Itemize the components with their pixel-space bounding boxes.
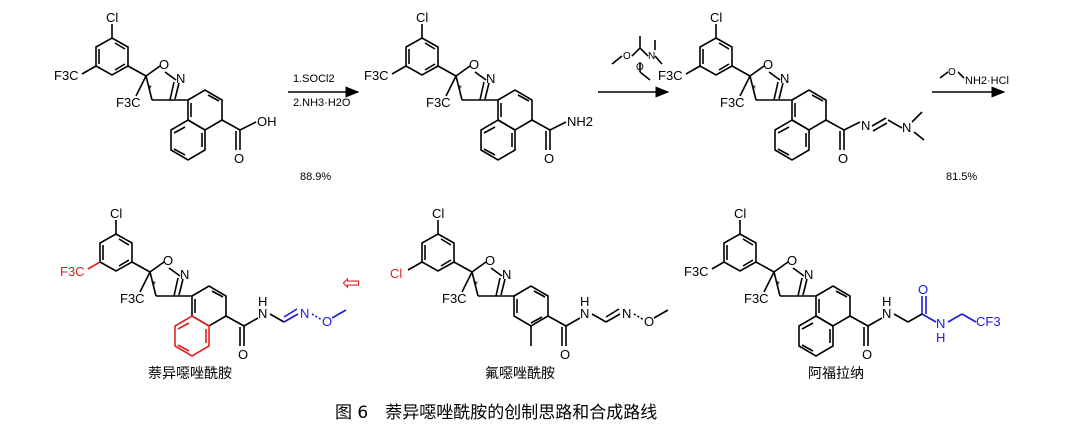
reaction-arrow-3: O NH2·HCl	[932, 67, 1009, 98]
atom-ring-o: O	[159, 57, 169, 72]
atom-cl-highlight: Cl	[390, 266, 402, 281]
figure-caption: 图 6 萘异噁唑酰胺的创制思路和合成路线	[335, 403, 657, 423]
compound-fluoxazolamide: Cl Cl F3C O N * N H N O O	[390, 206, 669, 362]
atom-ring-n: N	[180, 267, 189, 282]
atom-cl: Cl	[734, 206, 746, 221]
compound-amide: Cl F3C F3C O N * NH2 O	[364, 10, 593, 166]
atom-f3c: F3C	[720, 95, 745, 110]
compound-target: F3C Cl F3C O N * N H N O O	[60, 206, 347, 362]
chiral-star: *	[776, 280, 780, 291]
retro-arrow-icon: ⇦	[342, 271, 360, 296]
atom-h-blue: H	[936, 330, 945, 345]
atom-ring-o: O	[485, 253, 495, 268]
reaction-arrow-1: 1.SOCl2 2.NH3·H2O	[288, 73, 360, 109]
atom-n-oxime: N	[300, 306, 309, 321]
compound-name-target: 萘异噁唑酰胺	[148, 366, 232, 382]
atom-o: O	[234, 151, 244, 166]
atom-h: H	[580, 294, 589, 309]
atom-n-blue: N	[936, 316, 945, 331]
atom-ring-n: N	[780, 71, 789, 86]
atom-nh2: NH2	[567, 114, 593, 129]
atom-o: O	[560, 347, 570, 362]
atom-n-imine: N	[861, 118, 870, 133]
atom-ring-n: N	[486, 71, 495, 86]
atom-o: O	[544, 151, 554, 166]
atom-cl: Cl	[432, 206, 444, 221]
atom-cl: Cl	[106, 10, 118, 25]
atom-h: H	[258, 294, 267, 309]
yield-3: 81.5%	[946, 171, 977, 183]
reagent-o-2: O	[636, 62, 644, 73]
atom-f3c: F3C	[684, 264, 709, 279]
atom-f3c: F3C	[744, 291, 769, 306]
atom-ring-n: N	[176, 71, 185, 86]
atom-ring-n: N	[804, 267, 813, 282]
atom-f3c-highlight: F3C	[60, 264, 85, 279]
atom-ring-n: N	[502, 267, 511, 282]
reagent-o-1: O	[623, 51, 631, 62]
compound-name-afoxolaner: 阿福拉纳	[808, 366, 864, 382]
atom-cf3-blue: CF3	[976, 314, 1001, 329]
compound-name-fluoxazolamide: 氟噁唑酰胺	[485, 366, 555, 382]
atom-ring-o: O	[469, 57, 479, 72]
atom-o: O	[838, 151, 848, 166]
compound-afoxolaner: Cl F3C F3C O N * N H O N H CF3 O	[684, 206, 1001, 362]
atom-f3c: F3C	[658, 68, 683, 83]
atom-n-amide: N	[580, 306, 589, 321]
atom-f3c: F3C	[120, 291, 145, 306]
reagent-nh3: 2.NH3·H2O	[293, 97, 351, 109]
chiral-star: *	[458, 84, 462, 95]
reagent-n: N	[648, 51, 655, 62]
reaction-arrow-2: O N O	[598, 36, 670, 98]
atom-f3c: F3C	[364, 68, 389, 83]
chiral-star: *	[474, 280, 478, 291]
compound-amidine: Cl F3C F3C O N * N N O	[658, 10, 925, 166]
atom-oh: OH	[257, 114, 277, 129]
atom-f3c: F3C	[442, 291, 467, 306]
chiral-star: *	[148, 84, 152, 95]
atom-f3c: F3C	[116, 95, 141, 110]
reagent-socl2: 1.SOCl2	[293, 73, 335, 85]
reagent-o: O	[948, 67, 956, 78]
atom-o-oxime: O	[322, 314, 332, 329]
chiral-star: *	[152, 280, 156, 291]
reagent-nh2-hcl: NH2·HCl	[965, 75, 1009, 87]
atom-n-amide: N	[258, 306, 267, 321]
atom-n-oxime: N	[622, 306, 631, 321]
atom-h: H	[882, 294, 891, 309]
atom-o-oxime: O	[644, 314, 654, 329]
atom-ring-o: O	[763, 57, 773, 72]
atom-ring-o: O	[163, 253, 173, 268]
yield-1: 88.9%	[300, 171, 331, 183]
compound-acid: Cl F3C F3C O N * OH O	[54, 10, 277, 166]
atom-n-dimethyl: N	[902, 120, 911, 135]
atom-f3c: F3C	[426, 95, 451, 110]
atom-f3c: F3C	[54, 68, 79, 83]
atom-ring-o: O	[787, 253, 797, 268]
atom-cl: Cl	[710, 10, 722, 25]
atom-n-amide: N	[882, 306, 891, 321]
atom-cl: Cl	[416, 10, 428, 25]
atom-cl: Cl	[110, 206, 122, 221]
atom-o-blue: O	[918, 282, 928, 297]
atom-o: O	[238, 347, 248, 362]
atom-o: O	[862, 347, 872, 362]
chiral-star: *	[752, 84, 756, 95]
